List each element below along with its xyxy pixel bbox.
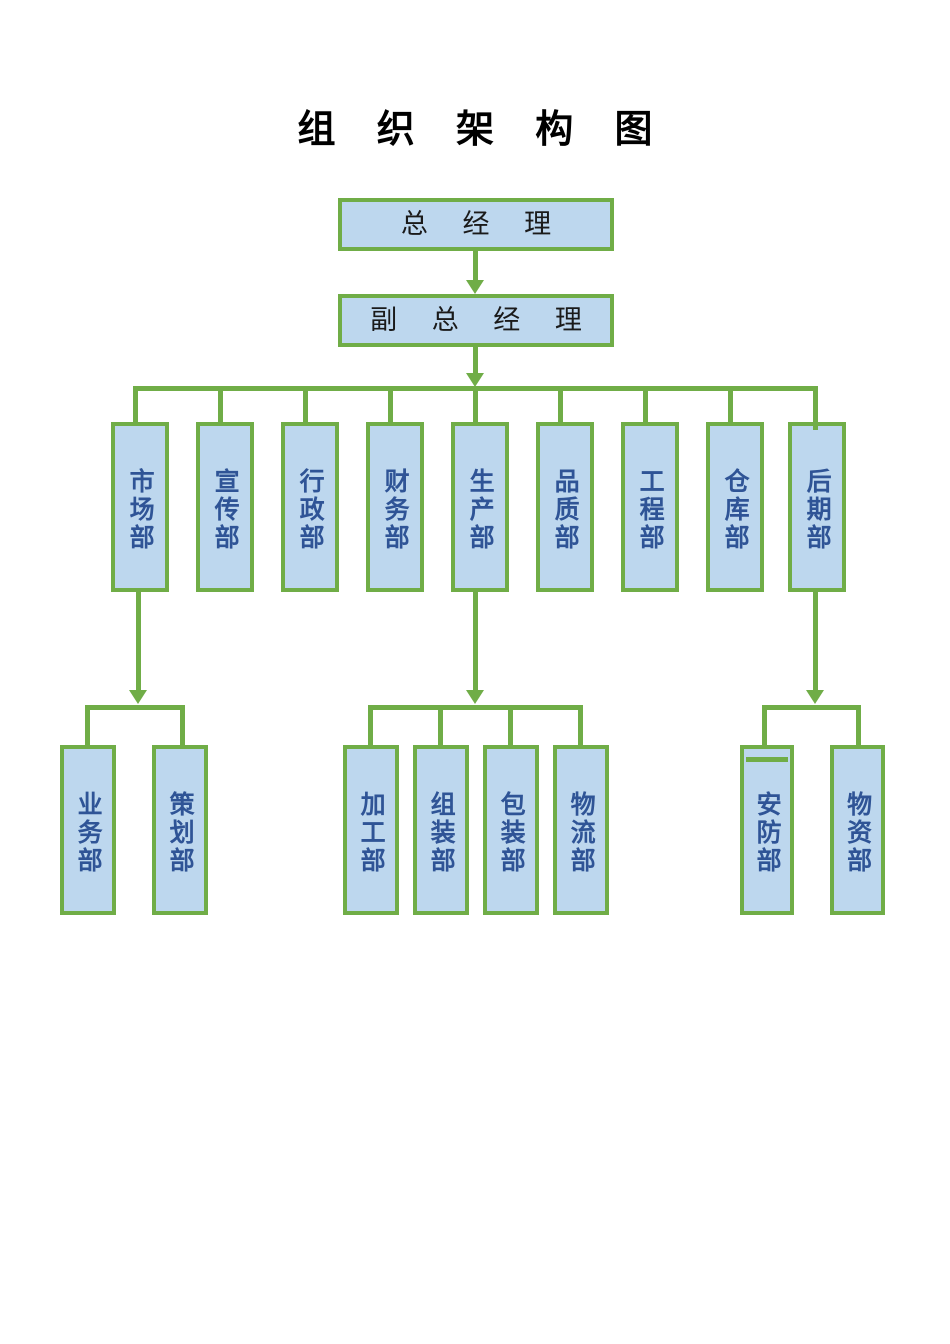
node-department-poststage[interactable]: 后期部 <box>788 422 846 592</box>
node-department-quality[interactable]: 品质部 <box>536 422 594 592</box>
node-subdepartment-security-label: 安防部 <box>753 791 783 875</box>
node-department-admin[interactable]: 行政部 <box>281 422 339 592</box>
node-department-production[interactable]: 生产部 <box>451 422 509 592</box>
node-subdepartment-logistics-label: 物流部 <box>567 791 597 875</box>
node-subdepartment-business-label: 业务部 <box>74 791 104 875</box>
node-deputy-general-manager[interactable]: 副 总 经 理 <box>338 294 614 347</box>
page-title: 组 织 架 构 图 <box>297 106 667 151</box>
node-subdepartment-processing[interactable]: 加工部 <box>343 745 399 915</box>
connector-deputy-to-bus <box>473 347 478 377</box>
node-subdepartment-materials[interactable]: 物资部 <box>830 745 885 915</box>
node-general-manager-label: 总 经 理 <box>400 209 565 240</box>
node-department-marketing[interactable]: 市场部 <box>111 422 169 592</box>
drop-to-production <box>473 386 478 422</box>
drop-to-packaging <box>508 705 513 745</box>
node-subdepartment-materials-label: 物资部 <box>843 791 873 875</box>
node-subdepartment-logistics[interactable]: 物流部 <box>553 745 609 915</box>
node-department-marketing-label: 市场部 <box>126 468 156 552</box>
arrow-gm-to-deputy <box>466 280 484 294</box>
node-department-engineering[interactable]: 工程部 <box>621 422 679 592</box>
arrow-poststage-to-bus <box>806 690 824 704</box>
connector-gm-to-deputy <box>473 251 478 283</box>
node-department-finance-label: 财务部 <box>381 468 411 552</box>
drop-to-quality <box>558 386 563 422</box>
drop-to-business <box>85 705 90 769</box>
drop-to-assembly <box>438 705 443 745</box>
node-department-publicity[interactable]: 宣传部 <box>196 422 254 592</box>
node-subdepartment-packaging[interactable]: 包装部 <box>483 745 539 915</box>
node-department-poststage-label: 后期部 <box>803 468 833 552</box>
stub-poststage-top <box>813 422 818 430</box>
drop-to-warehouse <box>728 386 733 422</box>
arrow-marketing-to-bus <box>129 690 147 704</box>
bus-production-children <box>368 705 583 710</box>
node-subdepartment-assembly-label: 组装部 <box>427 791 457 875</box>
node-subdepartment-business[interactable]: 业务部 <box>60 745 116 915</box>
node-department-quality-label: 品质部 <box>551 468 581 552</box>
node-subdepartment-processing-label: 加工部 <box>357 791 387 875</box>
node-department-production-label: 生产部 <box>466 468 496 552</box>
node-deputy-general-manager-label: 副 总 经 理 <box>370 305 595 336</box>
node-subdepartment-assembly[interactable]: 组装部 <box>413 745 469 915</box>
connector-marketing-down <box>136 592 141 692</box>
connector-production-down <box>473 592 478 692</box>
drop-to-marketing <box>133 386 138 446</box>
node-department-admin-label: 行政部 <box>296 468 326 552</box>
arrow-deputy-to-bus <box>466 373 484 387</box>
node-department-warehouse[interactable]: 仓库部 <box>706 422 764 592</box>
drop-to-publicity <box>218 386 223 422</box>
node-subdepartment-packaging-label: 包装部 <box>497 791 527 875</box>
node-department-warehouse-label: 仓库部 <box>721 468 751 552</box>
stub-security-top-marker <box>746 757 788 762</box>
arrow-production-to-bus <box>466 690 484 704</box>
drop-to-processing <box>368 705 373 769</box>
drop-to-engineering <box>643 386 648 422</box>
node-subdepartment-planning-label: 策划部 <box>166 791 196 875</box>
bus-marketing-children <box>85 705 185 710</box>
node-department-engineering-label: 工程部 <box>636 468 666 552</box>
node-subdepartment-security[interactable]: 安防部 <box>740 745 794 915</box>
connector-poststage-down <box>813 592 818 692</box>
drop-to-admin <box>303 386 308 422</box>
drop-to-logistics <box>578 705 583 745</box>
drop-to-poststage <box>813 386 818 422</box>
node-general-manager[interactable]: 总 经 理 <box>338 198 614 251</box>
node-department-publicity-label: 宣传部 <box>211 468 241 552</box>
bus-poststage-children <box>762 705 861 710</box>
node-department-finance[interactable]: 财务部 <box>366 422 424 592</box>
drop-to-materials <box>856 705 861 745</box>
drop-to-finance <box>388 386 393 422</box>
node-subdepartment-planning[interactable]: 策划部 <box>152 745 208 915</box>
drop-to-planning <box>180 705 185 745</box>
drop-to-security <box>762 705 767 745</box>
